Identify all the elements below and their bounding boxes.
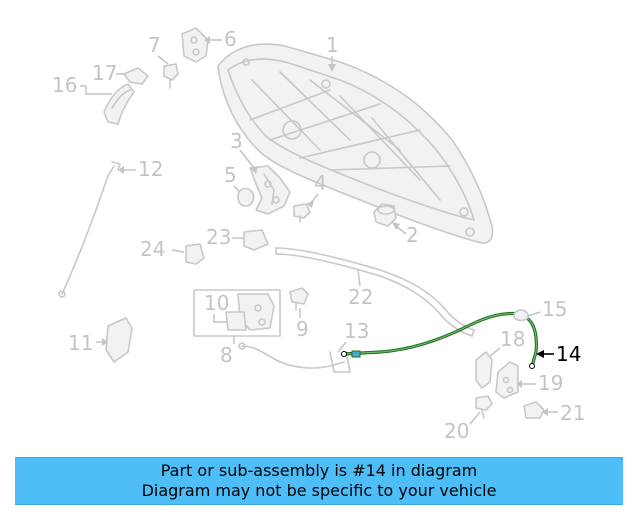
callout-18: 18 — [500, 327, 525, 351]
callout-9: 9 — [296, 317, 309, 341]
callout-11: 11 — [68, 331, 93, 355]
hood-release-cable-highlighted — [341, 311, 538, 369]
callout-17: 17 — [92, 61, 117, 85]
bracket-bolt — [475, 395, 493, 419]
hood-hinge — [237, 165, 291, 215]
hood-bumper — [373, 203, 397, 227]
banner-line-1: Part or sub-assembly is #14 in diagram — [160, 461, 478, 480]
callout-14: 14 — [556, 342, 581, 366]
hood-striker — [475, 351, 493, 389]
hood-latch — [193, 289, 281, 337]
callout-20: 20 — [444, 419, 469, 443]
hood-seal — [103, 67, 149, 125]
callout-16: 16 — [52, 73, 77, 97]
weatherstrip — [275, 247, 475, 337]
callout-6: 6 — [224, 27, 237, 51]
callout-23: 23 — [206, 225, 231, 249]
parts-diagram: 1 2 3 5 4 6 7 17 — [52, 27, 585, 443]
callout-1: 1 — [326, 33, 339, 57]
callout-24: 24 — [140, 237, 165, 261]
rod-clip — [185, 243, 205, 265]
banner-line-2: Diagram may not be specific to your vehi… — [141, 481, 497, 500]
hinge-bolt — [293, 203, 311, 223]
callout-8: 8 — [220, 343, 233, 367]
callout-19: 19 — [538, 371, 563, 395]
callout-4: 4 — [314, 171, 327, 195]
hood-clip — [163, 63, 179, 89]
callout-5: 5 — [224, 163, 237, 187]
callout-22: 22 — [348, 285, 373, 309]
callout-12: 12 — [138, 157, 163, 181]
hood-panel — [217, 43, 494, 244]
callout-13: 13 — [344, 319, 369, 343]
latch-bolt — [289, 287, 309, 311]
release-guide — [105, 317, 133, 363]
cable-grommet — [513, 309, 529, 322]
cable-clip — [523, 401, 545, 419]
callout-15: 15 — [542, 297, 567, 321]
callout-2: 2 — [406, 223, 419, 247]
callout-21: 21 — [560, 401, 585, 425]
hood-bracket — [181, 27, 209, 63]
prop-rod — [58, 161, 121, 298]
rod-retainer — [243, 229, 269, 251]
striker-bracket — [495, 361, 519, 399]
callout-7: 7 — [148, 33, 161, 57]
info-banner: Part or sub-assembly is #14 in diagram D… — [15, 457, 623, 505]
callout-10: 10 — [204, 291, 229, 315]
release-cable — [238, 342, 351, 373]
callout-3: 3 — [230, 129, 243, 153]
